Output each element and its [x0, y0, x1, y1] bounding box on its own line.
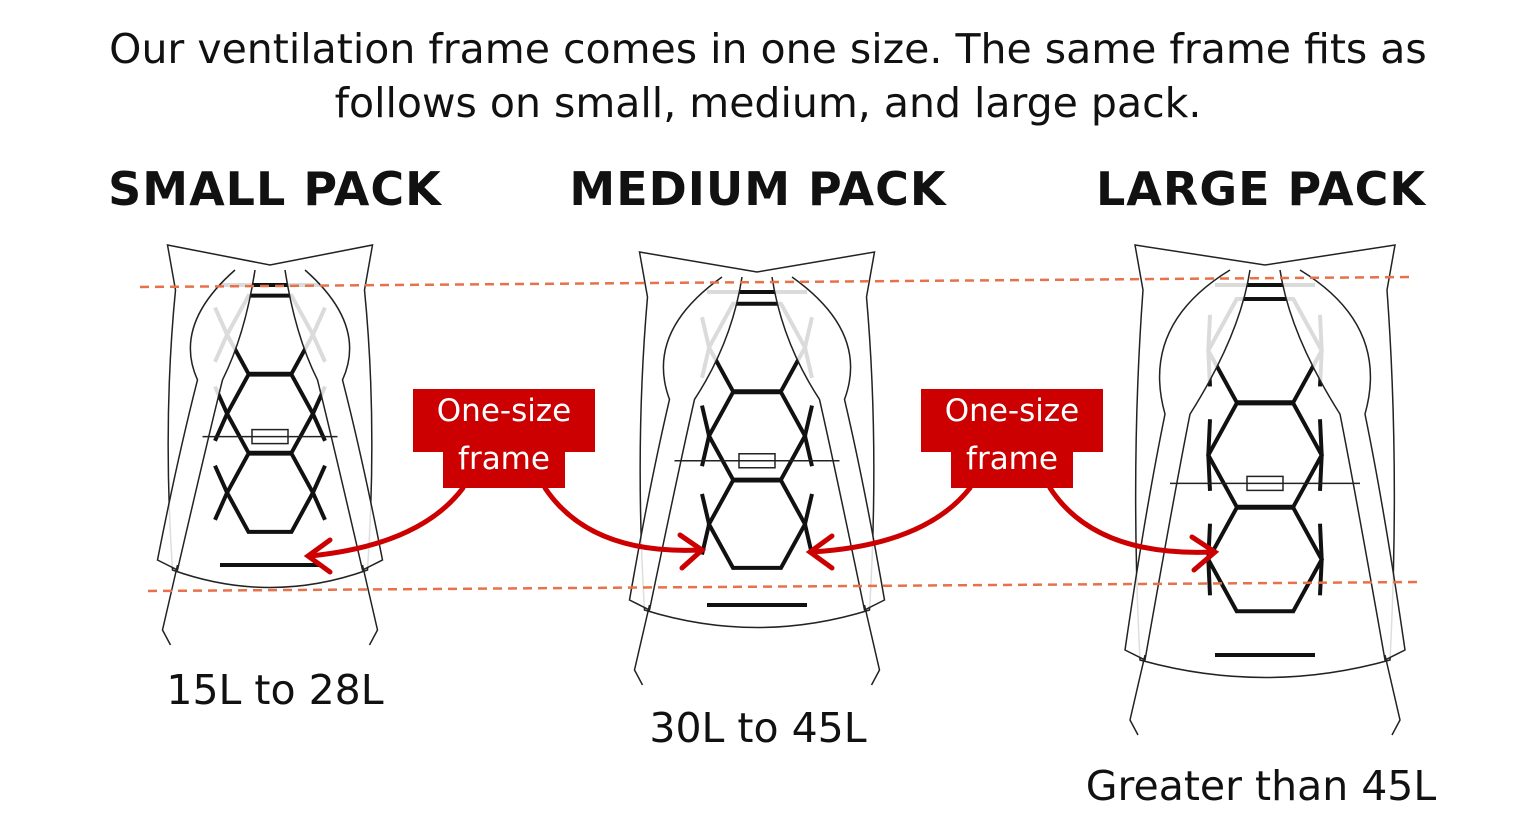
- large-pack-capacity: Greater than 45L: [1085, 762, 1437, 810]
- shoulder-strap-icon: [1124, 269, 1251, 662]
- arrow-to-medium-left: [542, 485, 703, 553]
- small-pack-capacity: 15L to 28L: [166, 666, 384, 714]
- large-pack-title: LARGE PACK: [1095, 162, 1427, 216]
- callout-line-1: One-size: [944, 393, 1080, 429]
- shoulder-strap-icon: [156, 269, 256, 572]
- shoulder-strap-icon: [628, 276, 743, 612]
- shoulder-strap-icon: [1279, 269, 1406, 662]
- callout-line-2: frame: [443, 441, 565, 488]
- medium-pack-drawing: [628, 251, 886, 686]
- arrow-head: [1189, 534, 1220, 573]
- one-size-frame-callout-1: One-size frame: [413, 389, 595, 488]
- pack-outline-icon: [1134, 244, 1396, 679]
- bottom-guide-line: [147, 580, 1421, 593]
- large-pack-drawing: [1124, 244, 1406, 736]
- arrow-head: [677, 532, 707, 571]
- arrow-head: [303, 537, 333, 575]
- intro-line-1: Our ventilation frame comes in one size.…: [109, 25, 1427, 73]
- arrow-to-small: [307, 485, 466, 559]
- one-size-frame-callout-2: One-size frame: [921, 389, 1103, 488]
- shoulder-strap-icon: [284, 269, 384, 572]
- intro-text: Our ventilation frame comes in one size.…: [0, 22, 1536, 130]
- arrow-head: [805, 533, 835, 571]
- small-pack-drawing: [156, 244, 384, 646]
- callout-line-1: One-size: [436, 393, 572, 429]
- callout-line-2: frame: [951, 441, 1073, 488]
- medium-pack-capacity: 30L to 45L: [649, 704, 867, 752]
- shoulder-strap-icon: [771, 276, 886, 612]
- medium-pack-title: MEDIUM PACK: [569, 162, 947, 216]
- arrow-to-large: [1047, 485, 1216, 555]
- intro-line-2: follows on small, medium, and large pack…: [334, 79, 1202, 127]
- arrow-to-medium-right: [809, 485, 973, 555]
- small-pack-title: SMALL PACK: [108, 162, 442, 216]
- top-guide-line: [139, 275, 1413, 289]
- pack-outline-icon: [638, 251, 876, 629]
- pack-outline-icon: [166, 244, 374, 589]
